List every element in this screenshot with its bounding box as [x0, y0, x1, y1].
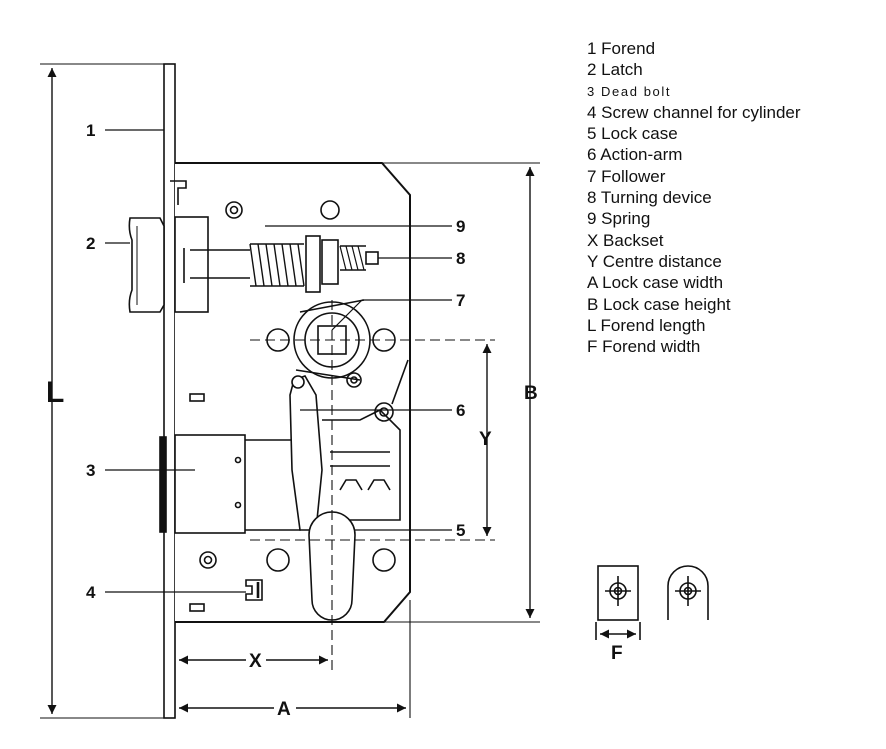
spring: [249, 243, 305, 287]
extension-lines: [40, 63, 540, 719]
legend-item: 3 Dead bolt: [587, 83, 672, 99]
callout-7: 7: [456, 291, 465, 310]
legend-item: A Lock case width: [587, 273, 724, 293]
legend-item: X Backset: [587, 230, 664, 250]
dim-label-L: L: [46, 376, 64, 409]
legend-item: 6 Action-arm: [587, 145, 683, 165]
legend-list: 1 Forend 2 Latch 3 Dead bolt 4 Screw cha…: [587, 38, 801, 357]
legend-item: B Lock case height: [587, 294, 731, 314]
callout-8: 8: [456, 249, 465, 268]
legend-item: 8 Turning device: [587, 188, 712, 208]
legend-item: 4 Screw channel for cylinder: [587, 102, 801, 122]
legend-item: 5 Lock case: [587, 124, 678, 144]
callout-leaders: [105, 129, 452, 593]
forend-plate: [163, 63, 176, 719]
callout-3: 3: [86, 461, 95, 480]
latch-rod: [190, 249, 250, 279]
dim-label-A: A: [277, 699, 291, 720]
callout-1: 1: [86, 121, 95, 140]
callout-2: 2: [86, 234, 95, 253]
legend-item: 9 Spring: [587, 209, 651, 229]
dim-label-X: X: [249, 651, 262, 672]
centre-lines: [250, 300, 495, 675]
mounting-holes: [199, 200, 396, 572]
callout-6: 6: [456, 401, 465, 420]
legend-item: 1 Forend: [587, 39, 656, 58]
screw-channel: [245, 579, 263, 601]
dead-bolt: [159, 434, 301, 534]
forend-detail-round: [667, 565, 709, 620]
legend-item: F Forend width: [587, 337, 701, 357]
forend-detail-square: [595, 565, 641, 640]
latch-bolt: [128, 180, 209, 313]
dim-label-F: F: [611, 643, 623, 664]
callout-9: 9: [456, 217, 465, 236]
turning-device: [305, 235, 379, 293]
legend-item: Y Centre distance: [587, 251, 722, 271]
legend-item: L Forend length: [587, 315, 706, 335]
legend-item: 7 Follower: [587, 166, 666, 186]
dim-label-B: B: [524, 383, 538, 404]
dim-label-Y: Y: [479, 429, 492, 450]
legend-item: 2 Latch: [587, 60, 643, 80]
callout-5: 5: [456, 521, 465, 540]
callout-4: 4: [86, 583, 96, 602]
case-slots: [189, 393, 205, 612]
action-arm: [289, 359, 409, 531]
